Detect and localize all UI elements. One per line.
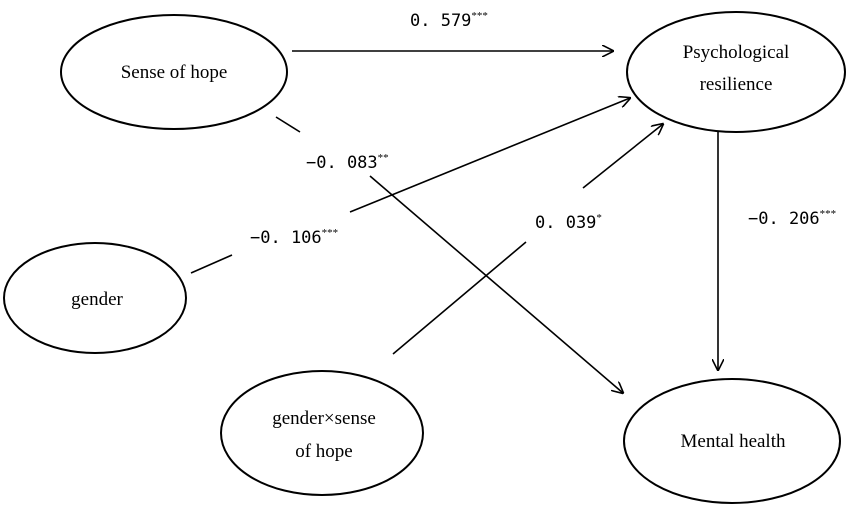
node-mental-health-label: Mental health bbox=[681, 431, 786, 452]
node-gender-x-hope-label-line1: gender×sense bbox=[272, 408, 376, 429]
node-sense-of-hope-label: Sense of hope bbox=[121, 62, 228, 83]
node-gender: gender bbox=[3, 242, 187, 354]
node-mental-health: Mental health bbox=[623, 378, 841, 504]
label-hope-to-resilience: 0. 579*** bbox=[410, 10, 488, 31]
edge-hope-to-mental-segment-1 bbox=[275, 116, 301, 133]
node-gender-label: gender bbox=[71, 289, 123, 310]
label-hope-to-mental: −0. 083** bbox=[306, 152, 389, 173]
label-interaction-to-resilience: 0. 039* bbox=[535, 212, 602, 233]
label-gender-to-resilience: −0. 106*** bbox=[250, 227, 338, 248]
node-resilience-label-line1: Psychological bbox=[683, 42, 790, 63]
edge-gender-to-resilience-segment-2 bbox=[349, 98, 630, 213]
edge-hope-to-mental-segment-2 bbox=[369, 175, 623, 393]
node-psychological-resilience: Psychological resilience bbox=[626, 11, 846, 133]
node-gender-x-hope: gender×sense of hope bbox=[220, 370, 424, 496]
edge-gender-to-resilience-segment-1 bbox=[190, 254, 233, 274]
edge-interaction-to-resilience-segment-1 bbox=[392, 241, 527, 355]
node-sense-of-hope: Sense of hope bbox=[60, 14, 288, 130]
label-resilience-to-mental: −0. 206*** bbox=[748, 208, 836, 229]
node-gender-x-hope-label-line2: of hope bbox=[295, 441, 353, 462]
node-resilience-label-line2: resilience bbox=[700, 74, 773, 95]
edge-interaction-to-resilience-segment-2 bbox=[582, 124, 663, 189]
